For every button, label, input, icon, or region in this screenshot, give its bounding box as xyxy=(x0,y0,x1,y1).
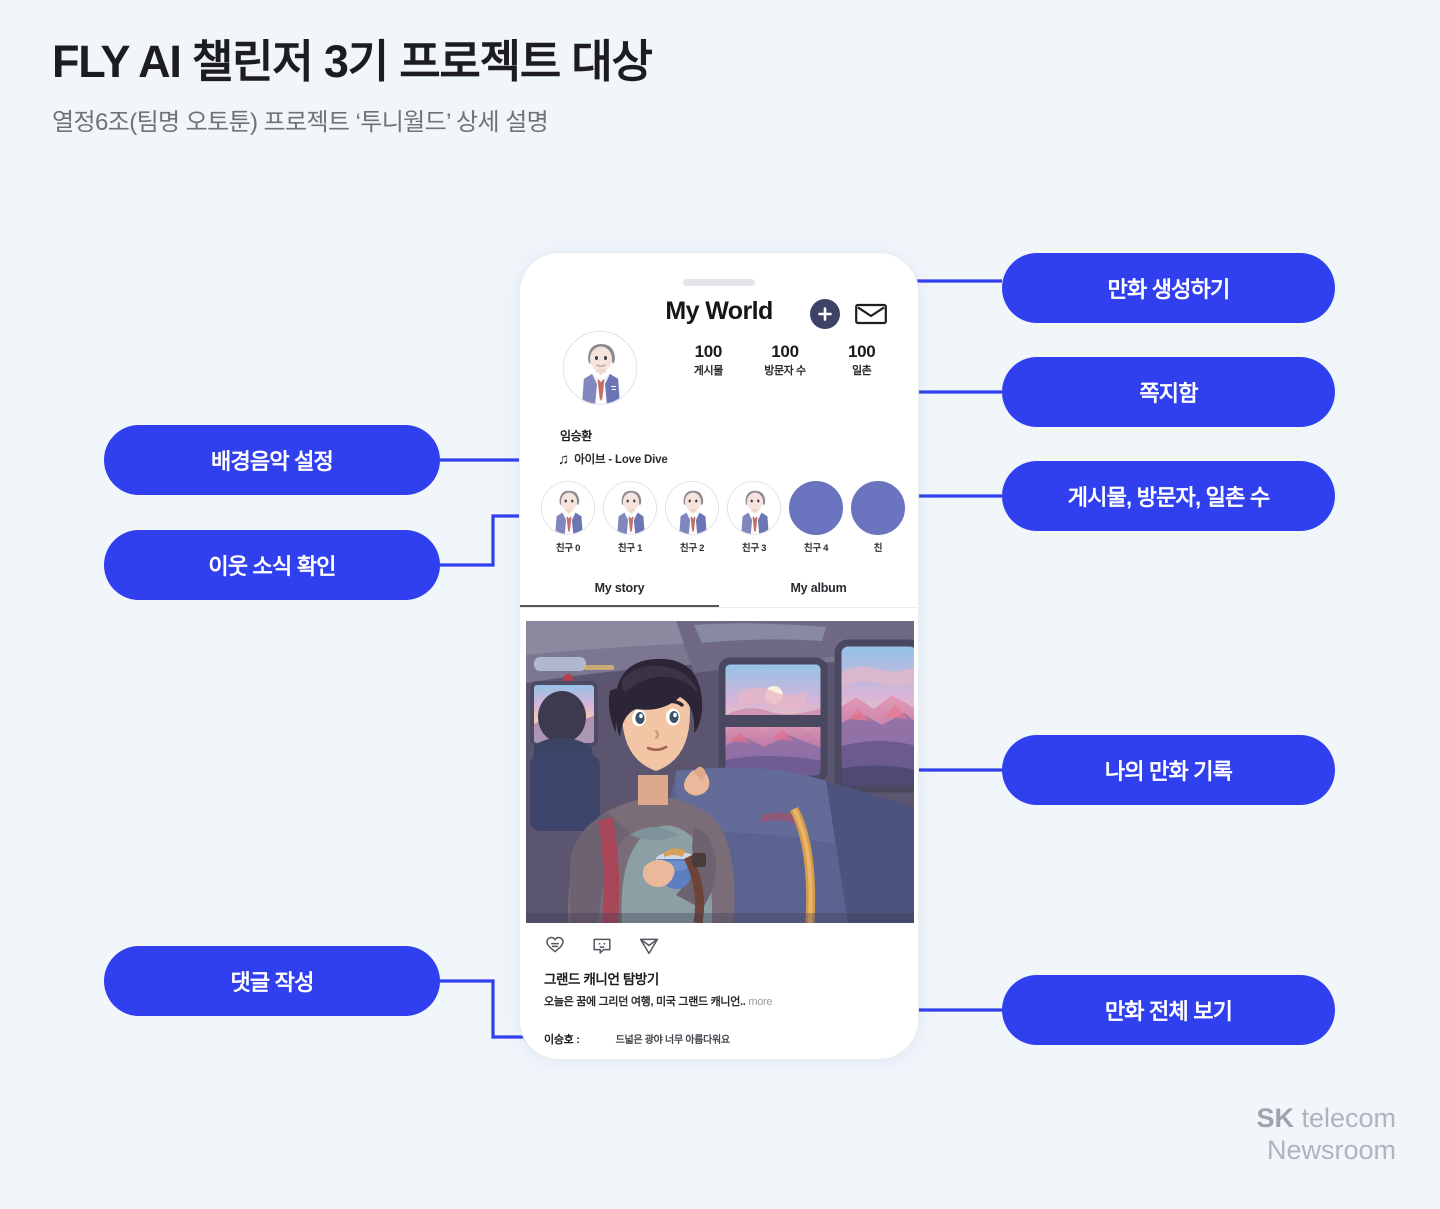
content-tabs: My story My album xyxy=(520,581,918,608)
stat-posts-label: 게시물 xyxy=(693,365,724,378)
friend-avatar-icon xyxy=(851,481,905,535)
more-link[interactable]: more xyxy=(748,996,773,1008)
tab-my-album[interactable]: My album xyxy=(790,581,847,595)
friend-item[interactable]: 친 xyxy=(850,481,906,554)
friend-item[interactable]: 친구 0 xyxy=(540,481,596,554)
post-caption: 오늘은 꿈에 그리던 여행, 미국 그랜드 캐니언.. more xyxy=(544,993,874,1009)
friend-avatar-icon xyxy=(665,481,719,535)
friend-label: 친구 2 xyxy=(679,543,705,554)
comment-row[interactable]: 이승호 : 드넓은 광야 너무 아름다워요 xyxy=(544,1031,884,1047)
callout-comic-record[interactable]: 나의 만화 기록 xyxy=(1002,735,1335,805)
like-icon[interactable] xyxy=(544,935,566,957)
connector-neighbor xyxy=(440,514,533,567)
friend-avatar-icon xyxy=(541,481,595,535)
friend-label: 친구 0 xyxy=(555,543,581,554)
callout-write-comment[interactable]: 댓글 작성 xyxy=(104,946,440,1016)
avatar[interactable] xyxy=(563,331,637,405)
callout-stats[interactable]: 게시물, 방문자, 일촌 수 xyxy=(1002,461,1335,531)
page-header: FLY AI 챌린저 3기 프로젝트 대상 열정6조(팀명 오토툰) 프로젝트 … xyxy=(52,36,653,137)
friend-item[interactable]: 친구 4 xyxy=(788,481,844,554)
friend-label: 친구 3 xyxy=(741,543,767,554)
post-title: 그랜드 캐니언 탐방기 xyxy=(544,972,659,987)
post-actions xyxy=(544,935,660,957)
stat-posts-value: 100 xyxy=(694,342,723,361)
stat-friends[interactable]: 100 일촌 xyxy=(823,341,900,378)
speaker-pill xyxy=(683,279,755,286)
stat-visitors[interactable]: 100 방문자 수 xyxy=(747,341,824,378)
phone-mockup: My World xyxy=(519,252,919,1060)
friend-label: 친구 1 xyxy=(617,543,643,554)
callout-mailbox[interactable]: 쪽지함 xyxy=(1002,357,1335,427)
logo-newsroom: Newsroom xyxy=(1266,1135,1396,1166)
stat-visitors-label: 방문자 수 xyxy=(764,365,806,378)
friend-label: 친 xyxy=(873,543,883,554)
background-music-row[interactable]: ♫ 아이브 - Love Dive xyxy=(558,451,668,467)
friend-label: 친구 4 xyxy=(803,543,829,554)
post-caption-text: 오늘은 꿈에 그리던 여행, 미국 그랜드 캐니언.. xyxy=(544,996,746,1008)
stat-friends-label: 일촌 xyxy=(851,365,872,378)
logo-telecom: telecom xyxy=(1293,1103,1396,1134)
comment-user: 이승호 : xyxy=(544,1034,580,1046)
friends-strip[interactable]: 친구 0 친구 1 친구 2 친구 3 친구 4 친 xyxy=(532,481,918,554)
envelope-icon[interactable] xyxy=(854,301,888,327)
friend-avatar-icon xyxy=(727,481,781,535)
app-title: My World xyxy=(665,297,773,325)
tab-my-story[interactable]: My story xyxy=(520,581,719,607)
page-subtitle: 열정6조(팀명 오토툰) 프로젝트 ‘투니월드’ 상세 설명 xyxy=(52,108,549,136)
connector-comment xyxy=(440,979,533,1039)
page-title: FLY AI 챌린저 3기 프로젝트 대상 xyxy=(52,36,653,87)
comment-icon[interactable] xyxy=(591,935,613,957)
callout-create-comic[interactable]: 만화 생성하기 xyxy=(1002,253,1335,323)
sk-telecom-newsroom-logo: SK telecom Newsroom xyxy=(1256,1103,1396,1167)
stat-posts[interactable]: 100 게시물 xyxy=(670,341,747,378)
friend-item[interactable]: 친구 1 xyxy=(602,481,658,554)
post-image[interactable] xyxy=(526,621,914,923)
background-music-label: 아이브 - Love Dive xyxy=(574,454,668,466)
profile-name: 임승환 xyxy=(560,429,592,443)
logo-line-sk-telecom: SK telecom xyxy=(1256,1103,1396,1135)
stat-visitors-value: 100 xyxy=(771,342,799,361)
callout-neighbor-news[interactable]: 이웃 소식 확인 xyxy=(104,530,440,600)
logo-sk: SK xyxy=(1256,1103,1294,1134)
friend-item[interactable]: 친구 3 xyxy=(726,481,782,554)
friend-avatar-icon xyxy=(789,481,843,535)
friend-item[interactable]: 친구 2 xyxy=(664,481,720,554)
friend-avatar-icon xyxy=(603,481,657,535)
callout-view-all-comic[interactable]: 만화 전체 보기 xyxy=(1002,975,1335,1045)
plus-circle-icon[interactable] xyxy=(810,299,840,329)
comment-text: 드넓은 광야 너무 아름다워요 xyxy=(615,1035,731,1046)
app-header: My World xyxy=(520,297,918,337)
music-note-icon: ♫ xyxy=(558,450,570,468)
profile-stats: 100 게시물 100 방문자 수 100 일촌 xyxy=(670,341,900,378)
stat-friends-value: 100 xyxy=(847,342,876,361)
share-icon[interactable] xyxy=(638,935,660,957)
callout-bgm-setting[interactable]: 배경음악 설정 xyxy=(104,425,440,495)
